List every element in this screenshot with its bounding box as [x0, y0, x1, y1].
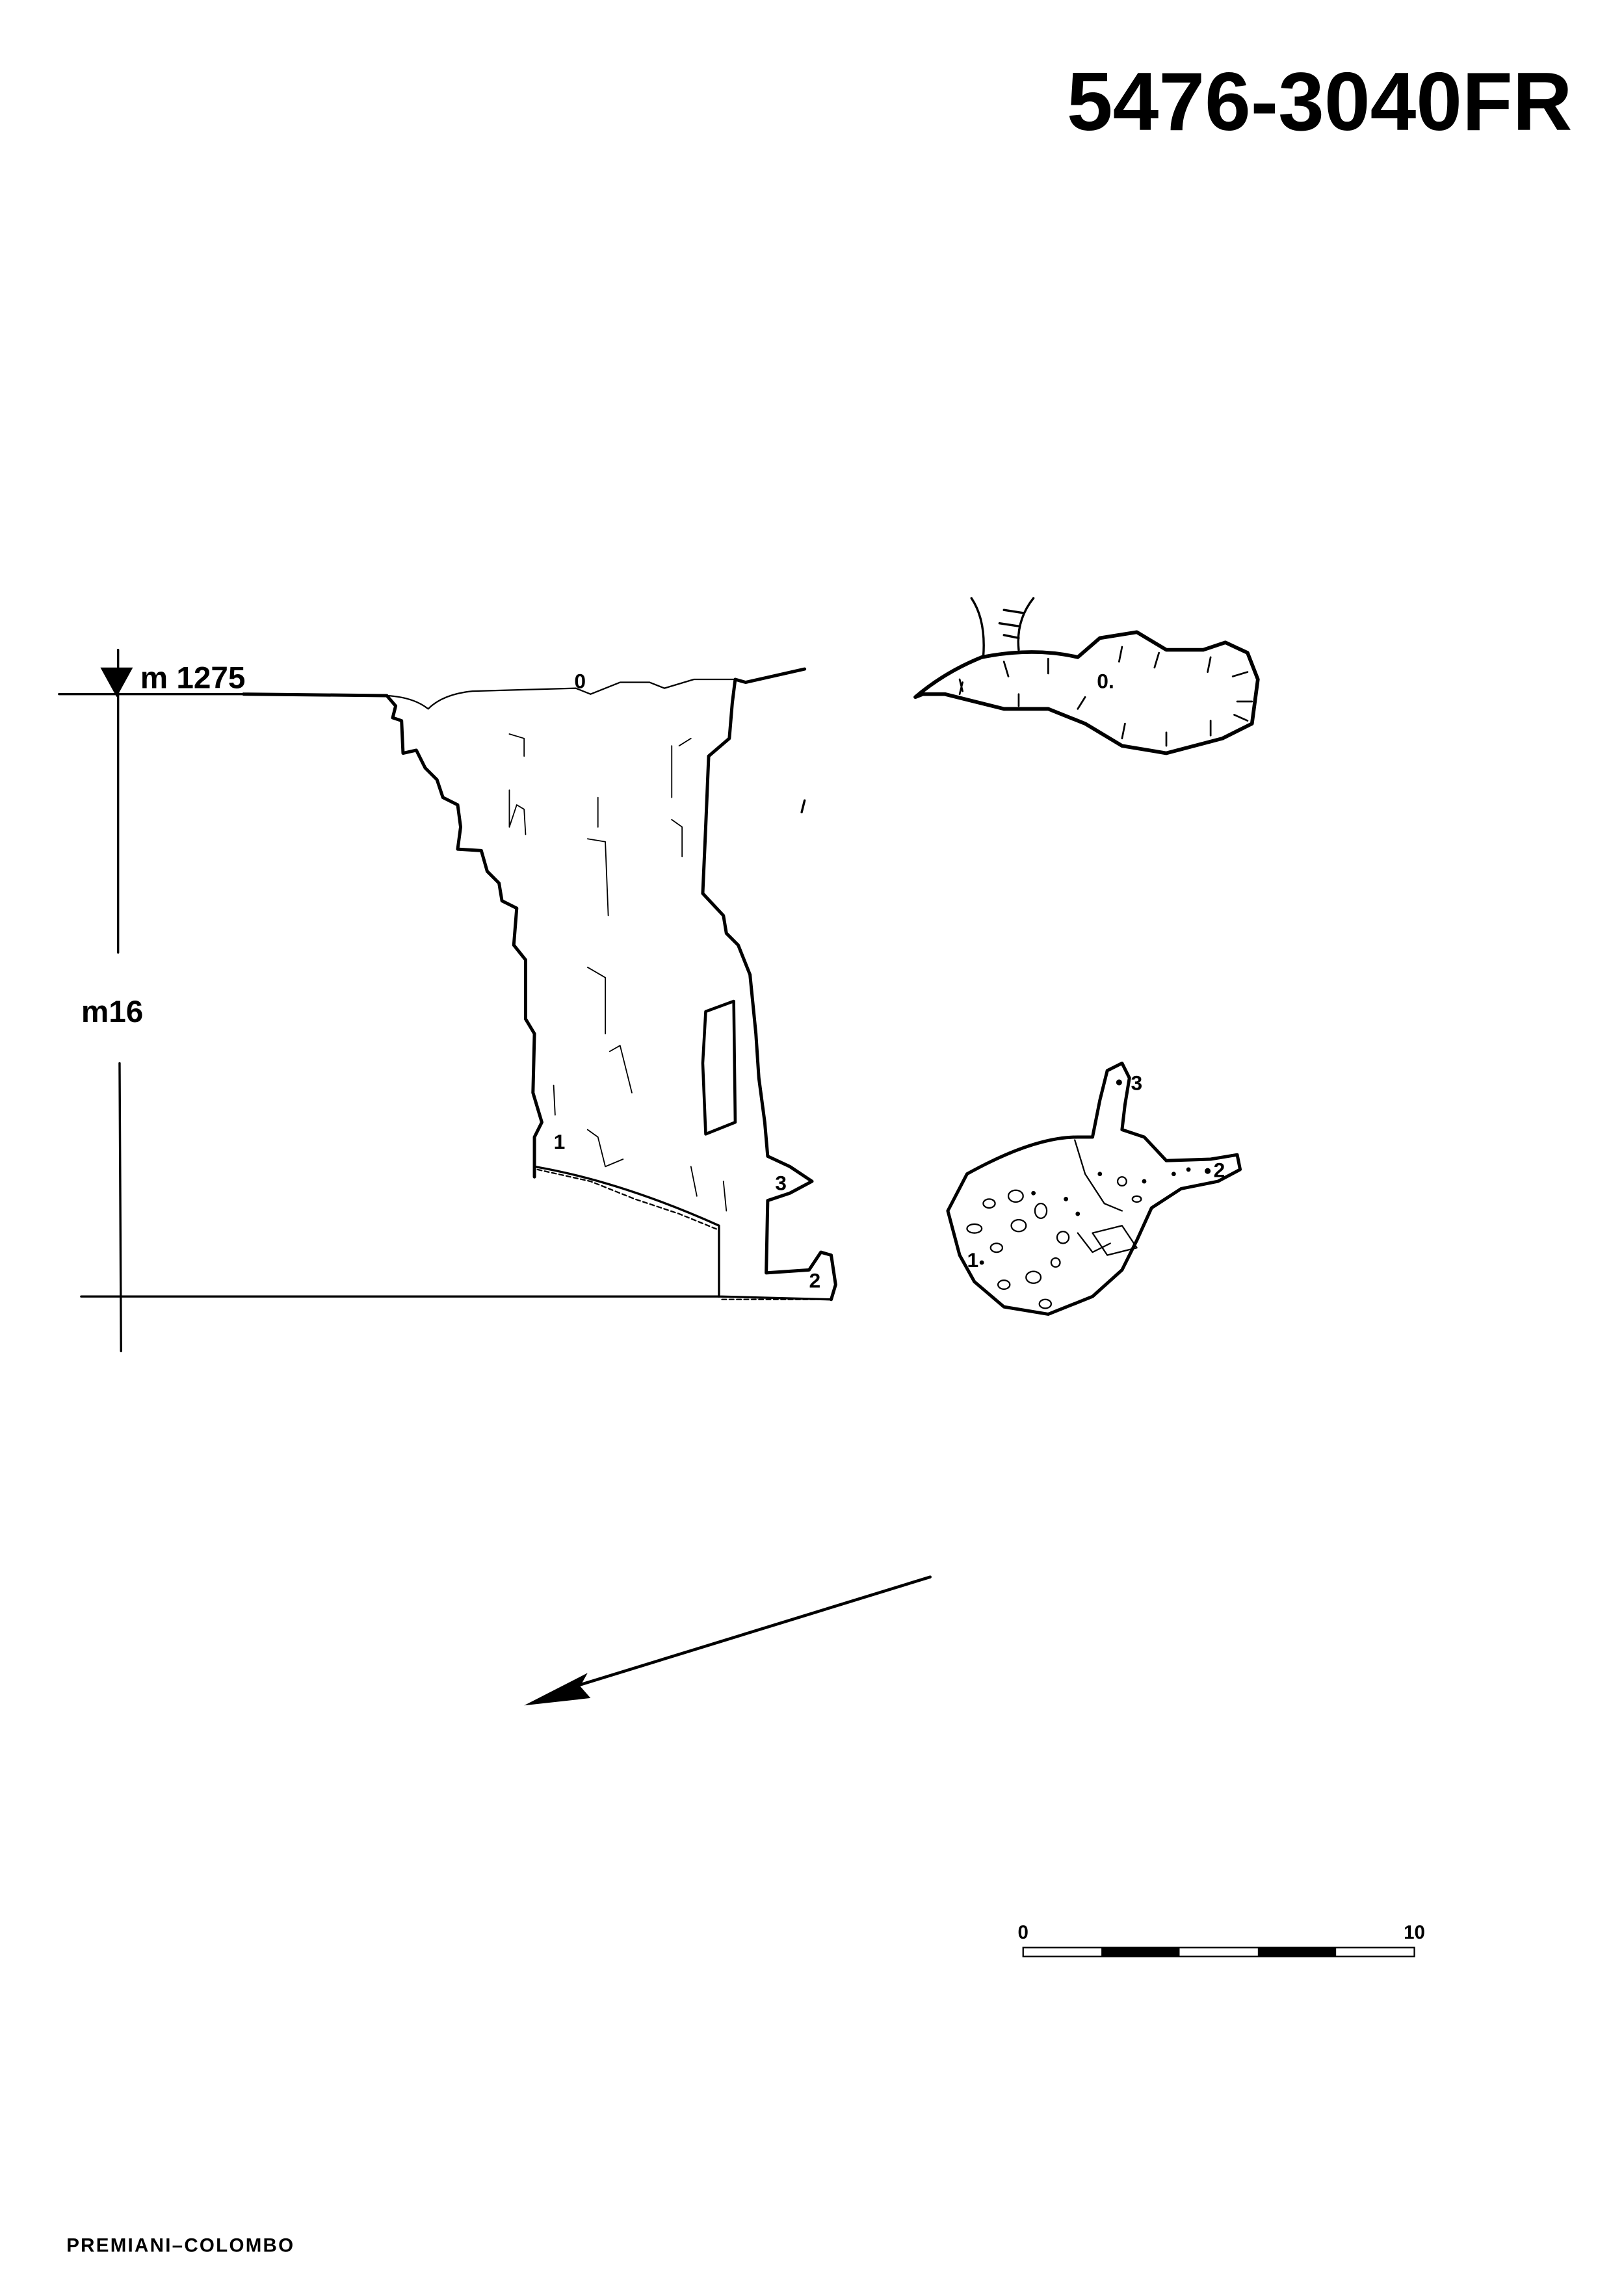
- scale-start-label: 0: [1018, 1922, 1028, 1943]
- depth-label: m16: [81, 995, 143, 1029]
- elevation-marker-icon: [100, 667, 133, 698]
- section-station-0: 0: [574, 670, 586, 693]
- authors-credit: PREMIANI–COLOMBO: [66, 2234, 295, 2256]
- section-station-1: 1: [554, 1130, 566, 1153]
- plan-bottom: [946, 1061, 1242, 1316]
- entrance-elevation-label: m 1275: [140, 661, 246, 696]
- plan-station-3: 3: [1131, 1071, 1143, 1094]
- north-arrow-icon: [524, 1575, 932, 1706]
- cave-section-profile: [242, 667, 837, 1302]
- section-reference-lines: [58, 648, 720, 1352]
- section-station-2: 2: [809, 1269, 820, 1292]
- plan-station-2: 2: [1214, 1158, 1225, 1181]
- section-station-3: 3: [775, 1172, 787, 1195]
- plan-station-0: 0.: [1097, 670, 1114, 693]
- cave-id-title: 5476-3040FR: [1067, 55, 1573, 148]
- plan-station-1: 1: [967, 1248, 978, 1272]
- stray-mark: [800, 799, 806, 814]
- plan-entrance: [913, 597, 1260, 755]
- scale-bar: [1022, 1946, 1415, 1958]
- scale-end-label: 10: [1404, 1922, 1425, 1943]
